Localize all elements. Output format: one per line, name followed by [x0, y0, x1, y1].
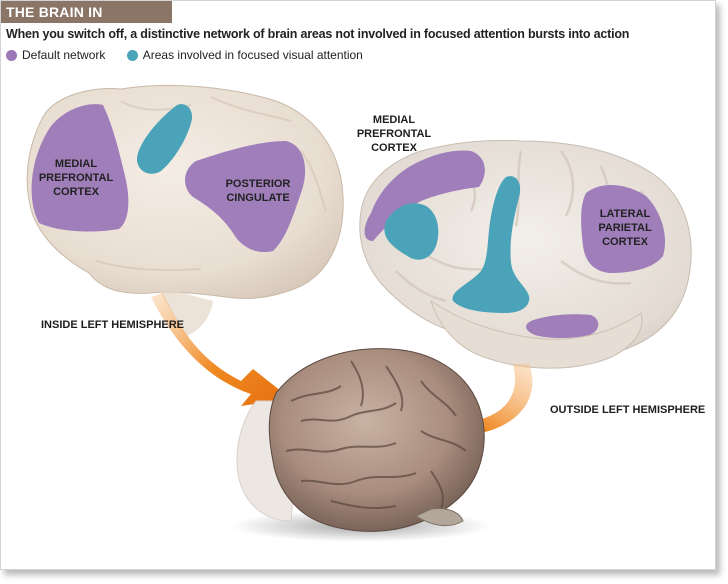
svg-text:CINGULATE: CINGULATE — [226, 192, 289, 204]
legend-label: Default network — [22, 48, 106, 62]
legend-item-visual-attention: Areas involved in focused visual attenti… — [126, 48, 363, 62]
label-medial-prefrontal-inside: MEDIAL PREFRONTAL CORTEX — [39, 158, 114, 198]
svg-text:MEDIAL: MEDIAL — [55, 158, 97, 170]
label-medial-prefrontal-outside: MEDIAL PREFRONTAL CORTEX — [357, 114, 432, 154]
medial-prefrontal-region-inside — [31, 104, 129, 232]
realistic-brain — [236, 348, 485, 532]
svg-text:MEDIAL: MEDIAL — [373, 114, 415, 126]
legend: Default network Areas involved in focuse… — [6, 48, 381, 64]
arrow-inside-to-brain — [151, 293, 291, 406]
title-bar: THE BRAIN IN NEUTRAL — [1, 1, 172, 42]
label-lateral-parietal: LATERAL PARIETAL CORTEX — [598, 208, 652, 248]
svg-text:CORTEX: CORTEX — [53, 186, 100, 198]
infographic-frame: MEDIAL PREFRONTAL CORTEX POSTERIOR CINGU… — [0, 0, 716, 570]
legend-swatch-visual-attention — [126, 49, 138, 61]
legend-swatch-default-network — [6, 49, 17, 61]
label-outside-left-hemisphere: OUTSIDE LEFT HEMISPHERE — [550, 404, 705, 416]
svg-text:LATERAL: LATERAL — [600, 208, 651, 220]
visual-attention-region-central — [452, 176, 530, 313]
subtitle: When you switch off, a distinctive netwo… — [6, 27, 630, 41]
brain-illustration: MEDIAL PREFRONTAL CORTEX POSTERIOR CINGU… — [26, 84, 705, 542]
label-inside-left-hemisphere: INSIDE LEFT HEMISPHERE — [41, 319, 184, 331]
svg-text:PREFRONTAL: PREFRONTAL — [357, 128, 432, 140]
temporal-default-region — [526, 314, 599, 338]
svg-text:CORTEX: CORTEX — [602, 236, 649, 248]
visual-attention-region-frontal — [384, 203, 439, 260]
svg-text:PREFRONTAL: PREFRONTAL — [39, 172, 114, 184]
posterior-cingulate-region — [185, 141, 306, 253]
legend-item-default-network: Default network — [6, 48, 105, 62]
svg-text:CORTEX: CORTEX — [371, 142, 418, 154]
svg-text:POSTERIOR: POSTERIOR — [226, 178, 291, 190]
visual-attention-region-inside — [136, 104, 193, 174]
page-title: THE BRAIN IN NEUTRAL — [6, 4, 103, 42]
label-posterior-cingulate: POSTERIOR CINGULATE — [226, 178, 291, 204]
svg-text:PARIETAL: PARIETAL — [598, 222, 652, 234]
lateral-parietal-region — [581, 185, 666, 273]
legend-label: Areas involved in focused visual attenti… — [142, 48, 363, 62]
